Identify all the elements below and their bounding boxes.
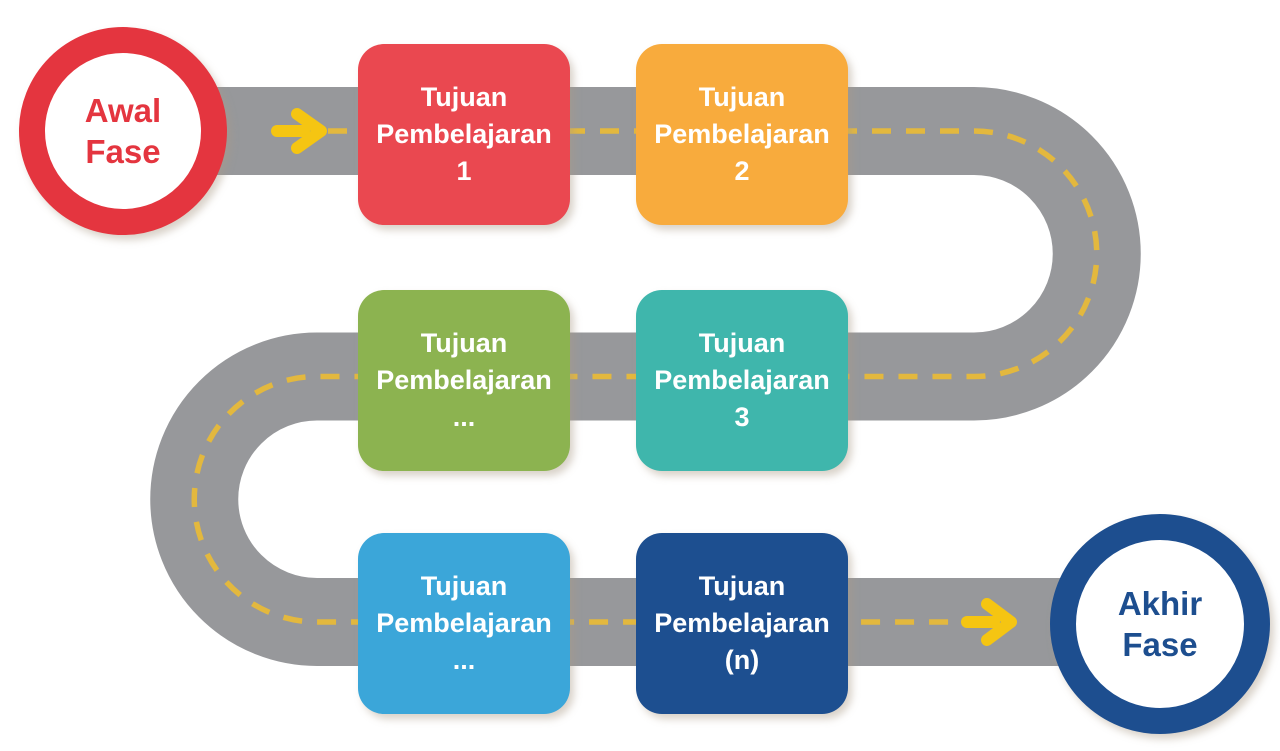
- end-phase-label-line2: Fase: [1122, 626, 1198, 663]
- objective-box-n: Tujuan Pembelajaran (n): [636, 533, 848, 714]
- objective-box-ellipsis-a-line2: Pembelajaran: [376, 365, 552, 395]
- objective-box-ellipsis-b: Tujuan Pembelajaran ...: [358, 533, 570, 714]
- end-arrow-icon: [961, 598, 1017, 646]
- objective-box-1: Tujuan Pembelajaran 1: [358, 44, 570, 225]
- start-phase-label-line1: Awal: [84, 92, 162, 129]
- objective-box-3-line2: Pembelajaran: [654, 365, 830, 395]
- objective-box-ellipsis-b-line3: ...: [452, 645, 476, 675]
- objective-box-n-line2: Pembelajaran: [654, 608, 830, 638]
- objective-box-3: Tujuan Pembelajaran 3: [636, 290, 848, 471]
- objective-box-ellipsis-a-line1: Tujuan: [420, 328, 508, 358]
- start-phase-node: Awal Fase: [19, 27, 227, 235]
- objective-box-1-line3: 1: [456, 156, 472, 186]
- objective-box-3-line3: 3: [734, 402, 750, 432]
- start-arrow-icon: [271, 108, 327, 154]
- objective-box-2: Tujuan Pembelajaran 2: [636, 44, 848, 225]
- start-phase-label-line2: Fase: [85, 133, 161, 170]
- end-phase-label-line1: Akhir: [1117, 585, 1203, 622]
- objective-box-2-line2: Pembelajaran: [654, 119, 830, 149]
- objective-box-3-line1: Tujuan: [698, 328, 786, 358]
- objective-box-1-line2: Pembelajaran: [376, 119, 552, 149]
- objective-box-ellipsis-b-line2: Pembelajaran: [376, 608, 552, 638]
- road-center-dashes: [191, 128, 1100, 625]
- objective-box-2-line3: 2: [734, 156, 750, 186]
- objective-box-n-line3: (n): [724, 645, 760, 675]
- objective-box-2-line1: Tujuan: [698, 82, 786, 112]
- objective-box-ellipsis-a: Tujuan Pembelajaran ...: [358, 290, 570, 471]
- objective-box-1-line1: Tujuan: [420, 82, 508, 112]
- objective-box-ellipsis-b-line1: Tujuan: [420, 571, 508, 601]
- objective-box-ellipsis-a-line3: ...: [452, 402, 476, 432]
- start-arrow-head: [291, 108, 327, 154]
- end-phase-node: Akhir Fase: [1050, 514, 1270, 734]
- objective-box-n-line1: Tujuan: [698, 571, 786, 601]
- end-arrow-head: [981, 598, 1017, 646]
